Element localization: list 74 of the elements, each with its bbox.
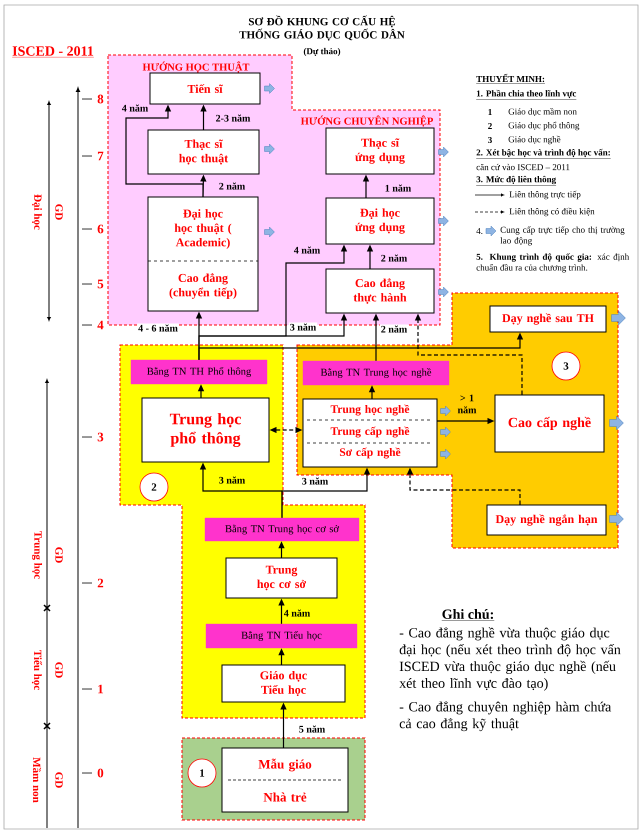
level-box: Dạy nghề sau TH: [490, 306, 606, 332]
legend-text: Liên thông có điều kiện: [509, 208, 595, 216]
node-label: HƯỚNG HỌC THUẬT: [142, 61, 250, 73]
level-box: Dạy nghề ngắn hạn: [486, 504, 606, 536]
stage-label: Mầm non: [32, 757, 42, 803]
labor-market-arrow: [438, 286, 449, 298]
diploma-box: Bằng TN Trung học cơ sở: [204, 518, 360, 542]
heading: 1. Phần chia theo lĩnh vực: [476, 90, 577, 100]
labor-market-arrow: [438, 146, 449, 158]
diploma-box: Bằng TN Tiểu học: [206, 624, 358, 648]
heading: 2. Xét bậc học và trình độ học vấn:: [476, 148, 611, 159]
heading: ISCED - 2011: [12, 46, 94, 58]
list-number: 3: [488, 136, 492, 144]
note-text: Giáo dục nghề: [508, 136, 560, 144]
level-number: 8: [98, 94, 104, 104]
heading: THUYẾT MINH:: [476, 74, 546, 84]
note-text: căn cứ vào ISCED – 2011: [476, 164, 570, 170]
level-box: Mẫu giáo Nhà trẻ: [222, 748, 348, 812]
stage-label: GD: [55, 547, 63, 563]
note-text: Giáo dục phổ thông: [508, 122, 580, 130]
edge-label: 3 năm: [300, 476, 330, 486]
diploma-box: Bằng TN TH Phổ thông: [130, 360, 268, 384]
note-text: - Cao đẳng nghề vừa thuộc giáo dục đại học (nếu xét theo trình độ học vấn ISCED vừa thuộc giáo dục nghề (nếu xét theo lĩnh vực đào tạo): [399, 627, 621, 691]
level-box: Thạc sĩ ứng dụng: [326, 128, 434, 174]
level-box: Trung học phổ thông: [142, 398, 270, 462]
labor-market-arrow: [440, 406, 451, 416]
level-number: 7: [98, 152, 104, 160]
note-text: Giáo dục mầm non: [508, 108, 577, 116]
stage-label: GD: [55, 772, 63, 788]
level-box: Trung học nghề Trung cấp nghề Sơ cấp nghề: [302, 398, 438, 468]
legend-text: Cung cấp trực tiếp cho thị trường lao động: [500, 226, 625, 246]
note-text: 5. Khung trình độ quốc gia: xác định chuẩn đầu ra của chương trình.: [476, 253, 630, 272]
level-box: Đại học ứng dụng: [326, 198, 434, 244]
heading: 3. Mức độ liên thông: [476, 176, 556, 186]
labor-market-arrow: [611, 310, 626, 326]
level-box: Cao cấp nghề: [494, 394, 604, 452]
stage-label: GD: [55, 204, 63, 220]
node-label: HƯỚNG CHUYÊN NGHIỆP: [300, 115, 434, 127]
labor-market-arrow: [438, 216, 449, 226]
labor-market-arrow: [264, 226, 275, 238]
stage-label: Tiểu học: [32, 650, 42, 690]
level-number: 2: [98, 578, 104, 588]
subtitle: (Dự thảo): [304, 48, 340, 56]
labor-market-arrow: [264, 144, 275, 154]
heading: Ghi chú:: [442, 609, 494, 621]
level-box: Đại học học thuật ( Academic) Cao đẳng (chuyển tiếp): [148, 196, 258, 312]
level-box: Giáo dục Tiểu học: [222, 664, 346, 702]
list-number: 2: [488, 123, 492, 129]
labor-market-arrow: [609, 512, 624, 526]
stage-label: GD: [55, 662, 63, 678]
list-number: 4.: [476, 228, 482, 234]
level-number: 3: [98, 432, 104, 442]
labor-market-arrow: [440, 426, 451, 438]
level-number: 6: [98, 224, 104, 234]
edge-label: 5 năm: [298, 724, 326, 734]
title: SƠ ĐỒ KHUNG CƠ CẤU HỆ THỐNG GIÁO DỤC QUỐC DÂN: [239, 15, 405, 41]
diploma-box: Bằng TN Trung học nghề: [302, 360, 450, 386]
stage-label: Trung học: [32, 530, 42, 579]
list-number: 1: [488, 109, 492, 115]
level-box: Thạc sĩ học thuật: [148, 130, 260, 174]
level-number: 0: [98, 768, 104, 778]
level-number: 4: [97, 320, 104, 330]
labor-market-arrow: [609, 416, 624, 430]
stage-label: Đại học: [32, 194, 42, 230]
edge-label: > 1 năm: [454, 394, 480, 414]
level-box: Cao đẳng thực hành: [326, 268, 434, 314]
level-box: Trung học cơ sở: [226, 558, 338, 598]
labor-market-arrow: [264, 83, 275, 94]
legend-text: Liên thông trực tiếp: [509, 190, 580, 200]
note-text: - Cao đẳng chuyên nghiệp hàm chứa cả cao đẳng kỹ thuật: [400, 701, 612, 732]
level-number: 1: [98, 684, 104, 694]
level-box: Tiến sĩ: [150, 72, 260, 104]
level-number: 5: [98, 280, 104, 288]
labor-market-arrow: [440, 448, 451, 460]
